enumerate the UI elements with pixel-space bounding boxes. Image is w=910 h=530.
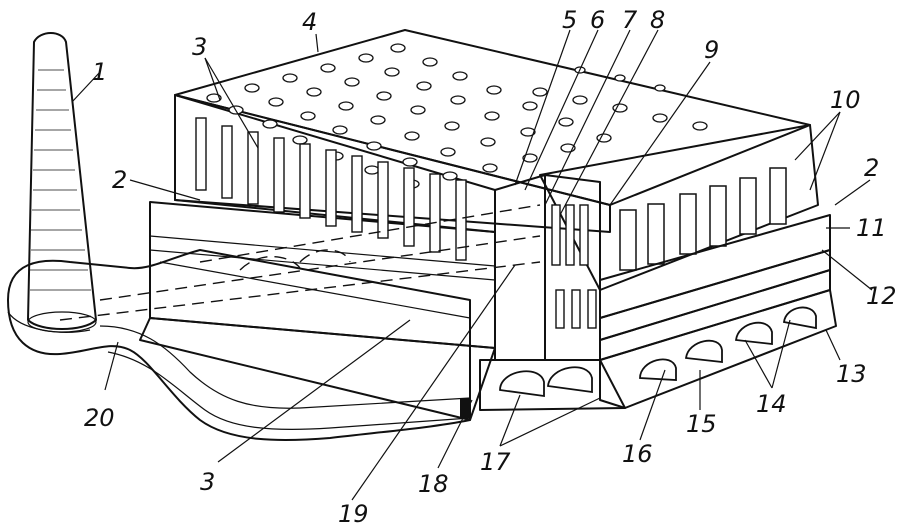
- charging-holes: [206, 43, 708, 189]
- label-1: 1: [92, 58, 107, 86]
- label-19: 19: [338, 500, 369, 528]
- label-7: 7: [622, 6, 638, 34]
- base-flue-slab: [7, 249, 471, 441]
- label-10: 10: [830, 86, 861, 114]
- regenerator-ledge: [139, 201, 496, 421]
- label-4: 4: [302, 8, 317, 36]
- label-3b: 3: [200, 468, 215, 496]
- oven-doors: [195, 117, 467, 261]
- label-8: 8: [650, 6, 665, 34]
- label-6: 6: [590, 6, 605, 34]
- label-17: 17: [480, 448, 511, 476]
- label-3: 3: [192, 33, 207, 61]
- label-12: 12: [866, 282, 897, 310]
- label-15: 15: [686, 410, 717, 438]
- label-16: 16: [622, 440, 653, 468]
- cutaway-section: [460, 124, 837, 418]
- label-13: 13: [836, 360, 867, 388]
- label-11: 11: [856, 214, 887, 242]
- label-20: 20: [84, 404, 115, 432]
- label-2: 2: [112, 166, 127, 194]
- label-18: 18: [418, 470, 449, 498]
- callout-labels: 1 2 3 4 5 6 7 8 9 10 2 11 12 13 14 15 16…: [84, 6, 897, 528]
- label-2b: 2: [864, 154, 879, 182]
- hidden-lines: [59, 204, 541, 321]
- label-5: 5: [562, 6, 577, 34]
- label-9: 9: [704, 36, 719, 64]
- label-14: 14: [756, 390, 787, 418]
- chimney: [27, 32, 97, 333]
- leader-lines: [71, 29, 873, 501]
